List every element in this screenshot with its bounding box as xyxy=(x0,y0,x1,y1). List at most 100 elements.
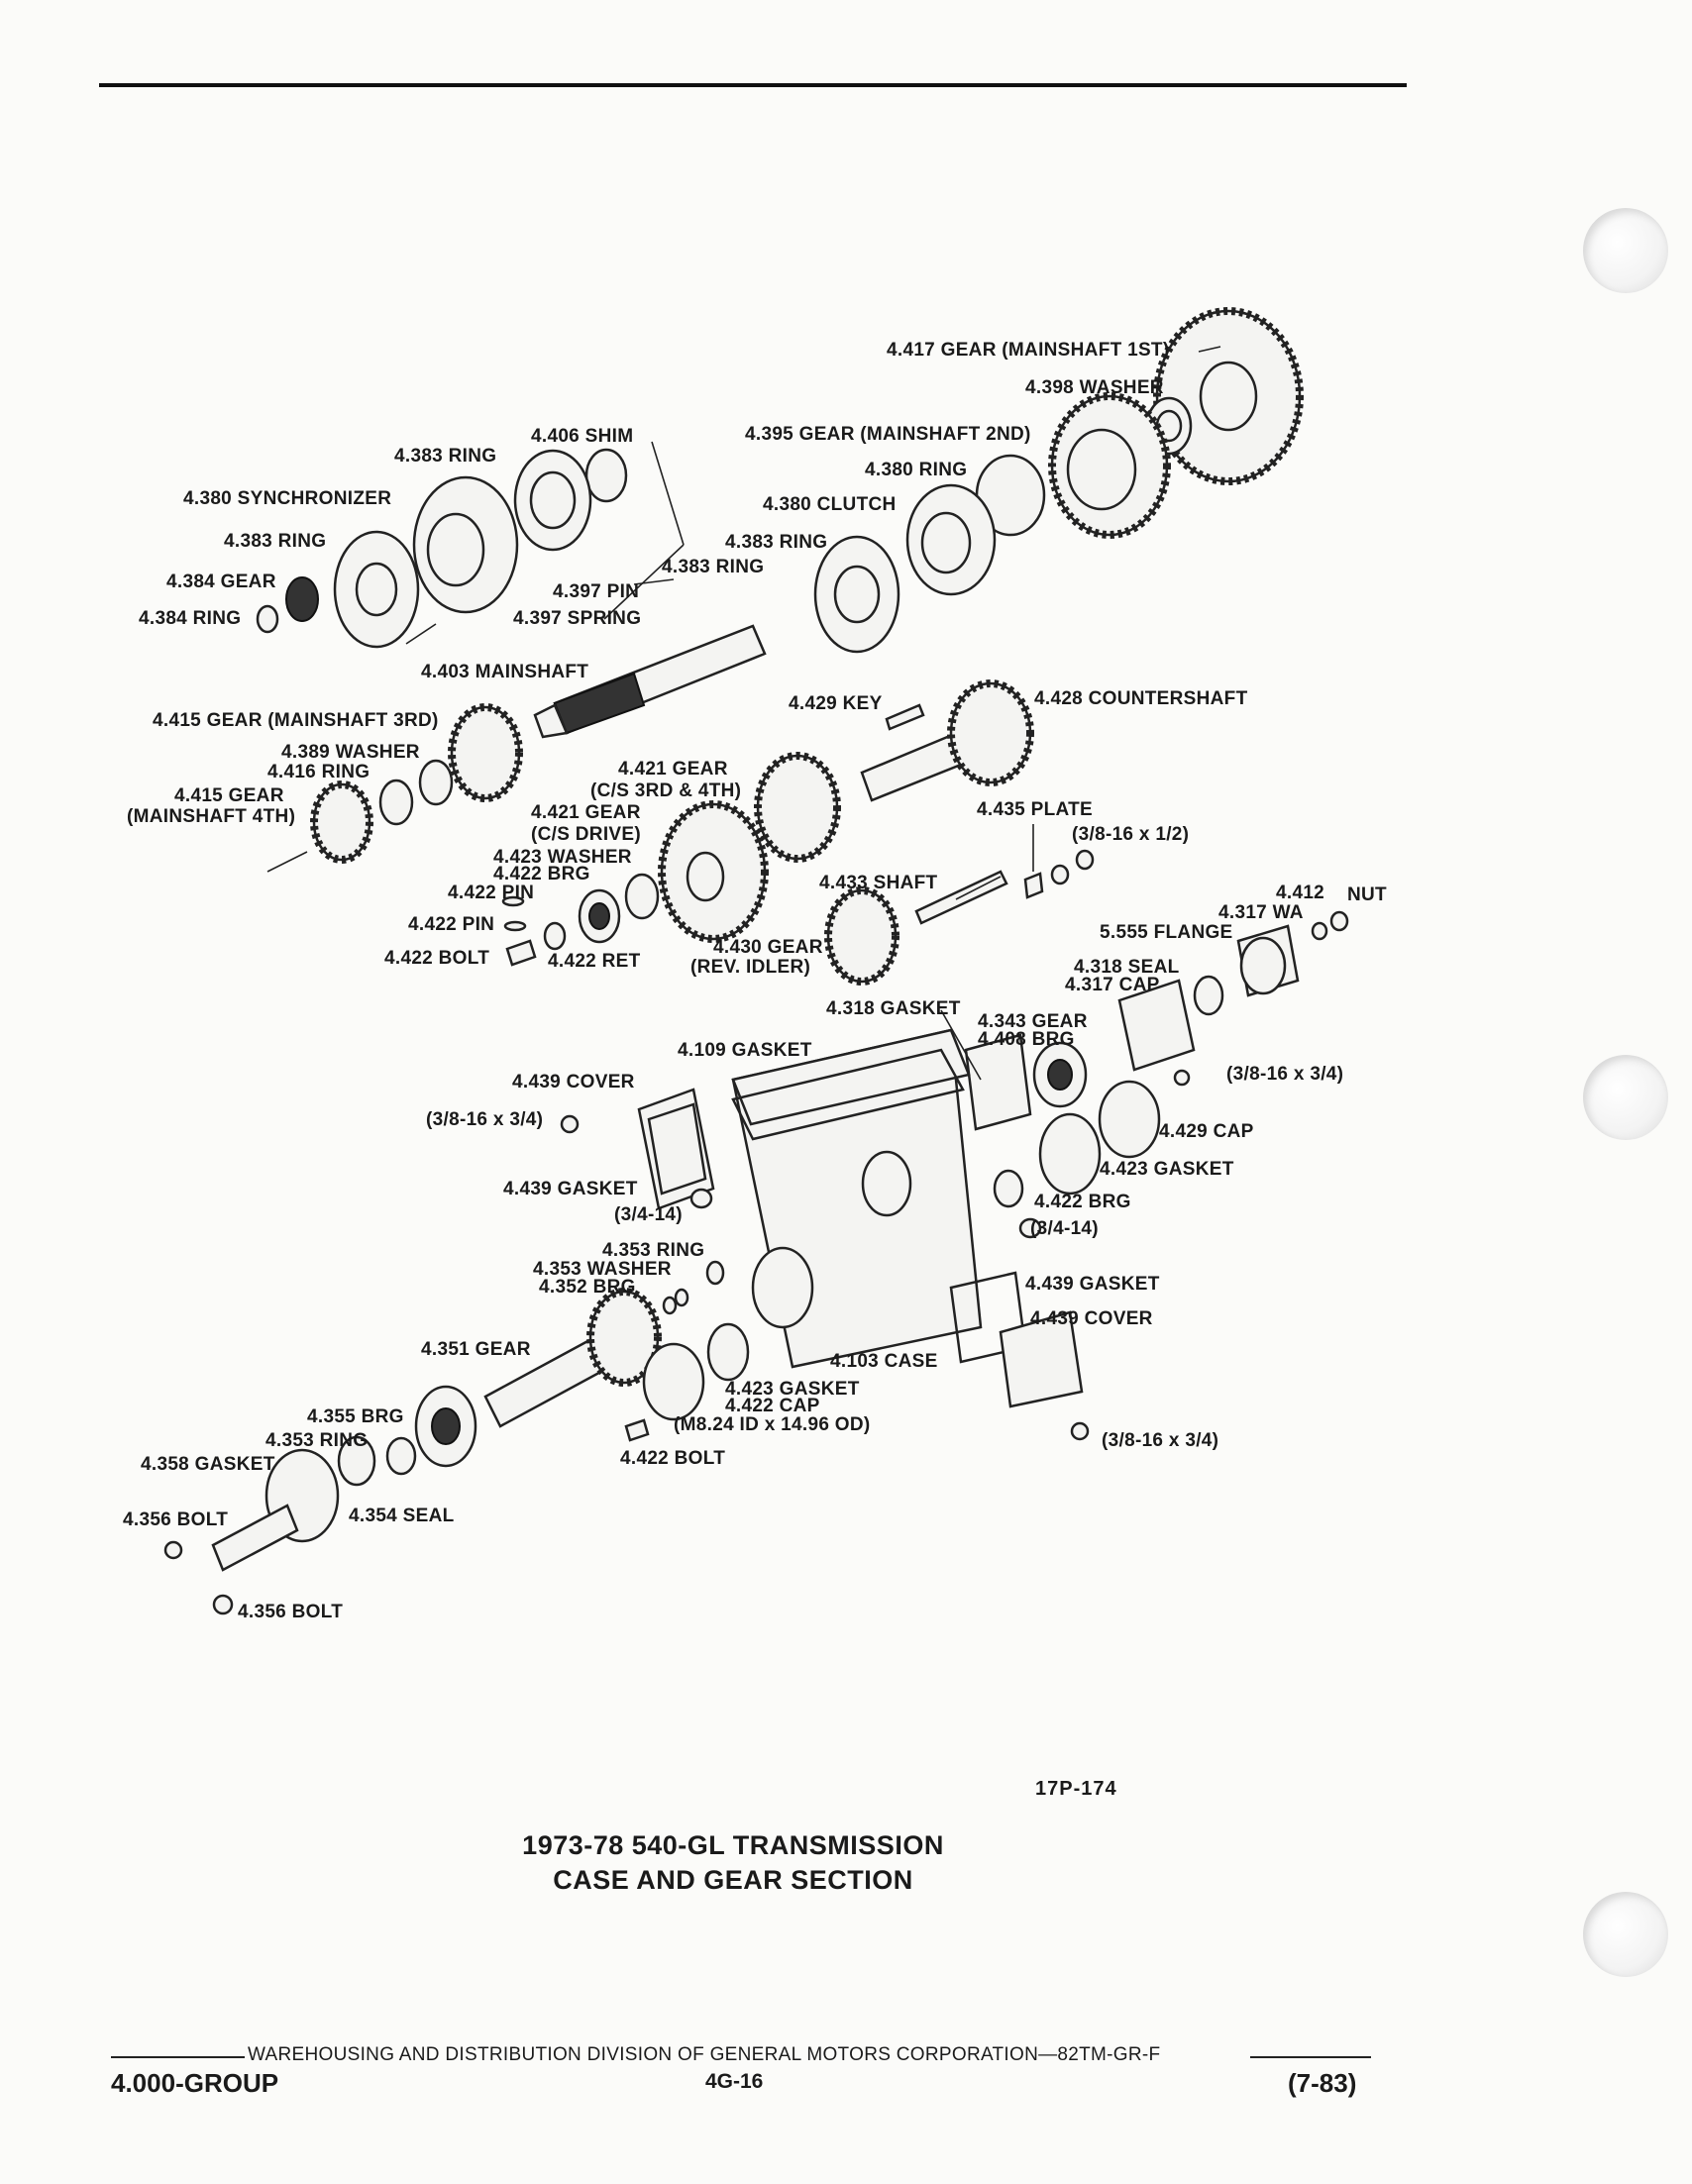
washer-4423 xyxy=(624,873,660,920)
part-label: 4.389 WASHER xyxy=(281,742,420,763)
part-label: 4.383 RING xyxy=(662,557,764,577)
part-label: 4.428 COUNTERSHAFT xyxy=(1034,688,1248,709)
part-label: 4.397 SPRING xyxy=(513,608,641,629)
punch-hole-top xyxy=(1583,208,1668,293)
part-label: 4.343 GEAR xyxy=(978,1011,1088,1032)
punch-hole-middle xyxy=(1583,1055,1668,1140)
part-label: 4.439 COVER xyxy=(1030,1308,1153,1329)
bolt-4356 xyxy=(163,1540,234,1615)
gear-mainshaft-4th xyxy=(310,780,373,864)
plug-3-4-14 xyxy=(689,1188,713,1209)
gasket-4423-right xyxy=(1038,1112,1102,1196)
part-label: (REV. IDLER) xyxy=(690,957,810,978)
gasket-4358 xyxy=(337,1435,376,1487)
title-line-1: 1973-78 540-GL TRANSMISSION xyxy=(522,1830,944,1860)
part-label: (MAINSHAFT 4TH) xyxy=(127,806,295,827)
part-label: 4.384 RING xyxy=(139,608,241,629)
part-label: 4.422 BRG xyxy=(1034,1192,1131,1212)
part-label: 4.422 RET xyxy=(548,951,641,972)
gasket-4318 xyxy=(964,1033,1032,1131)
part-label: 4.422 BOLT xyxy=(620,1448,725,1469)
part-label: 4.103 CASE xyxy=(830,1351,938,1372)
figure-number: 17P-174 xyxy=(1035,1778,1117,1800)
shim-4406 xyxy=(584,448,628,503)
part-label: 4.439 GASKET xyxy=(1025,1274,1160,1295)
cover-4439-right xyxy=(999,1310,1084,1408)
part-label: 4.354 SEAL xyxy=(349,1506,455,1526)
pin-4422 xyxy=(501,895,527,932)
part-label: 4.439 GASKET xyxy=(503,1179,638,1199)
seal-4318 xyxy=(1193,975,1224,1016)
part-label: (C/S 3RD & 4TH) xyxy=(590,780,741,801)
part-label: 4.380 RING xyxy=(865,460,967,480)
gear-mainshaft-3rd xyxy=(448,703,523,802)
ring-4384 xyxy=(256,604,279,634)
seal-4354 xyxy=(211,1448,340,1572)
part-label: (C/S DRIVE) xyxy=(531,824,641,845)
part-label: 4.398 WASHER xyxy=(1025,377,1164,398)
bolts-small xyxy=(560,1069,1191,1441)
part-label: 4.317 WA xyxy=(1218,902,1304,923)
gasket-4109 xyxy=(731,1048,965,1141)
exploded-parts-diagram: 4.417 GEAR (MAINSHAFT 1ST) 4.398 WASHER … xyxy=(123,307,1387,1622)
part-label: 4.421 GEAR xyxy=(618,759,728,780)
part-label: 4.352 BRG xyxy=(539,1277,636,1298)
part-label: 4.383 RING xyxy=(725,532,827,553)
part-label: 4.435 PLATE xyxy=(977,799,1093,820)
gear-mainshaft-1st xyxy=(1153,307,1304,485)
part-label: 4.384 GEAR xyxy=(166,572,276,592)
part-label: 4.358 GASKET xyxy=(141,1454,275,1475)
part-label: 4.383 RING xyxy=(394,446,496,467)
footer-division: WAREHOUSING AND DISTRIBUTION DIVISION OF… xyxy=(248,2044,1161,2065)
bolt-4422-bottom xyxy=(624,1418,650,1442)
part-label: 4.423 WASHER xyxy=(493,847,632,868)
part-label: 4.318 SEAL xyxy=(1074,957,1180,978)
part-label: 4.417 GEAR (MAINSHAFT 1ST) xyxy=(887,340,1169,361)
part-label: 4.380 CLUTCH xyxy=(763,494,897,515)
part-label: 4.397 PIN xyxy=(553,581,639,602)
part-label: 4.383 RING xyxy=(224,531,326,552)
cover-4439-left xyxy=(637,1088,715,1210)
part-label: 4.423 GASKET xyxy=(725,1379,860,1400)
part-label: 4.355 BRG xyxy=(307,1406,404,1427)
part-label: 4.395 GEAR (MAINSHAFT 2ND) xyxy=(745,424,1031,445)
part-label: 4.423 GASKET xyxy=(1100,1159,1234,1180)
part-label: 4.422 PIN xyxy=(408,914,494,935)
nut-4412 xyxy=(1329,910,1349,932)
part-label: (M8.24 ID x 14.96 OD) xyxy=(674,1414,871,1435)
cap-4422 xyxy=(642,1342,705,1421)
part-label: 4.318 GASKET xyxy=(826,998,961,1019)
part-label: 4.439 COVER xyxy=(512,1072,635,1092)
plug-3-4-14-right xyxy=(1018,1217,1042,1239)
cap-4317 xyxy=(1117,979,1196,1072)
ring-4383-top xyxy=(513,449,592,552)
countershaft-4428 xyxy=(860,679,1034,802)
ring-4383-left xyxy=(333,530,420,649)
gear-mainshaft-2nd xyxy=(1048,392,1171,539)
part-label: 4.351 GEAR xyxy=(421,1339,531,1360)
part-label: 4.422 PIN xyxy=(448,883,534,903)
bearing-4422-right xyxy=(993,1169,1024,1208)
gear-rev-idler xyxy=(824,886,899,986)
part-label: 4.415 GEAR (MAINSHAFT 3RD) xyxy=(153,710,439,731)
part-label: 4.406 SHIM xyxy=(531,426,633,447)
part-label: (3/8-16 x 3/4) xyxy=(1226,1064,1343,1085)
part-label: 4.433 SHAFT xyxy=(819,873,938,893)
part-label: 4.109 GASKET xyxy=(678,1040,812,1061)
case-4103 xyxy=(731,1028,983,1369)
part-label: 4.415 GEAR xyxy=(174,785,284,806)
cap-4429 xyxy=(1098,1080,1161,1159)
part-label: 4.403 MAINSHAFT xyxy=(421,662,588,682)
part-label: 4.416 RING xyxy=(267,762,370,782)
part-label: 4.380 SYNCHRONIZER xyxy=(183,488,391,509)
gear-4351 xyxy=(483,1288,662,1428)
ring-4416 xyxy=(378,779,414,826)
key-4429 xyxy=(885,703,925,731)
bearing-4422 xyxy=(578,888,621,944)
part-label: 4.356 BOLT xyxy=(238,1602,343,1622)
gear-cs-drive xyxy=(658,800,769,943)
ring-washer-brg-4353 xyxy=(662,1260,725,1315)
ring-4353 xyxy=(385,1436,417,1476)
part-label: 4.422 CAP xyxy=(725,1396,820,1416)
part-label: 4.429 CAP xyxy=(1159,1121,1254,1142)
